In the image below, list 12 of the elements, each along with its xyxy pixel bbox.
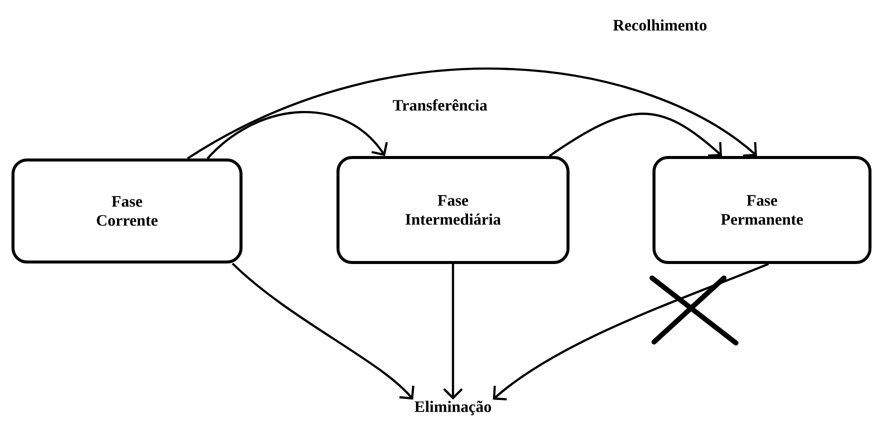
phase-box: Fase Corrente	[12, 158, 242, 264]
arrow	[443, 264, 463, 400]
edge-label: Recolhimento	[612, 18, 708, 32]
arrow	[548, 112, 722, 157]
phase-box: Fase Permanente	[652, 156, 872, 264]
arrow	[232, 262, 414, 400]
edge-label: Transferência	[392, 98, 488, 112]
phase-box: Fase Intermediária	[336, 156, 570, 264]
text-label: Eliminação	[414, 400, 492, 416]
arrow	[206, 111, 388, 160]
arrow	[492, 262, 769, 400]
arrow	[186, 68, 757, 160]
